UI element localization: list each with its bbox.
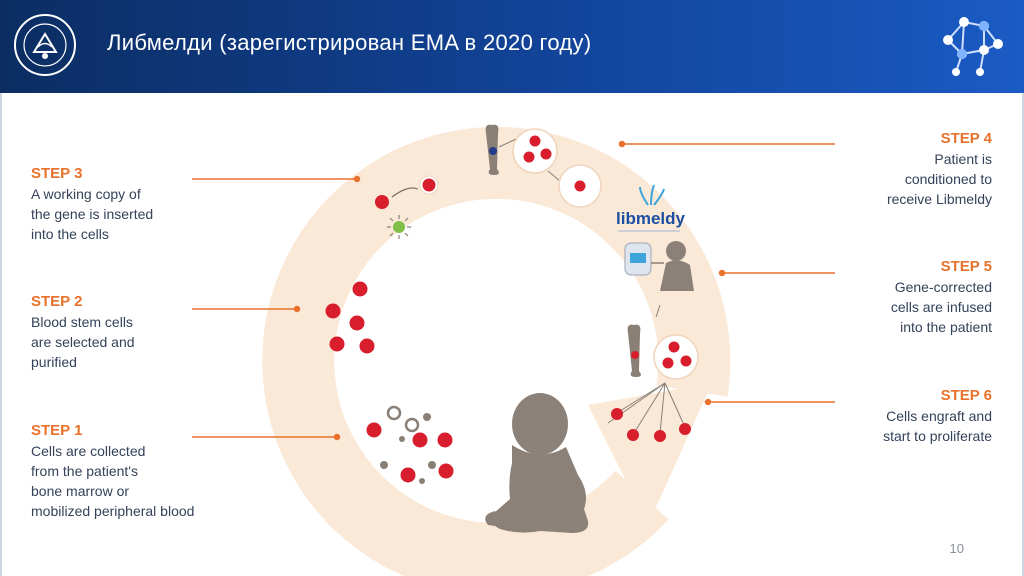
step-text-line: from the patient's [31, 463, 138, 479]
step-text-line: Cells are collected [31, 443, 146, 459]
step-text-line: A working copy of [31, 186, 141, 202]
process-ring [262, 126, 731, 576]
gene-insertion [375, 175, 439, 239]
step-1: STEP 1 Cells are collected from the pati… [31, 421, 194, 521]
libmeldy-logo: libmeldy [616, 184, 686, 232]
slide-frame [0, 93, 1024, 576]
slide-header: Либмелди (зарегистрирован EMA в 2020 год… [0, 0, 1024, 93]
molecule-icon [943, 17, 1003, 76]
step-label: STEP 1 [31, 422, 83, 439]
bone-icon [485, 124, 499, 175]
step-label: STEP 5 [940, 258, 992, 275]
process-diagram: libmeldy [192, 124, 835, 576]
step-text-line: bone marrow or [31, 483, 130, 499]
page-number: 10 [949, 541, 964, 556]
step-4: STEP 4 Patient is conditioned to receive… [887, 129, 992, 209]
step-label: STEP 3 [31, 165, 83, 182]
engrafted-cell-bubble [653, 334, 699, 380]
step-text-line: mobilized peripheral blood [31, 503, 195, 519]
connector-dot-step-1 [333, 433, 341, 441]
connector-dot-step-2 [293, 305, 301, 313]
slide-title: Либмелди (зарегистрирован EMA в 2020 год… [107, 30, 592, 55]
step-label: STEP 2 [31, 293, 83, 310]
connector-dot-step-4 [618, 140, 626, 148]
proliferating-cells [607, 382, 691, 442]
connector-dot-step-3 [353, 175, 361, 183]
bone-icon-2 [627, 324, 641, 377]
step-label: STEP 4 [940, 130, 992, 147]
step-text-line: Cells engraft and [886, 408, 992, 424]
virus-vector-icon [387, 215, 411, 239]
connector-dot-step-6 [704, 398, 712, 406]
step-2: STEP 2 Blood stem cells are selected and… [31, 292, 135, 372]
stem-cell-bubble [512, 128, 558, 174]
collected-cells [366, 405, 454, 484]
step-text-line: into the cells [31, 226, 109, 242]
step-text-line: cells are infused [890, 299, 992, 315]
step-text-line: conditioned to [904, 171, 992, 187]
step-text-line: Gene-corrected [894, 279, 992, 295]
connector-dot-step-5 [718, 269, 726, 277]
step-text-line: start to proliferate [883, 428, 992, 444]
step-text-line: into the patient [900, 319, 992, 335]
step-5: STEP 5 Gene-corrected cells are infused … [891, 257, 992, 337]
step-text-line: are selected and [31, 334, 135, 350]
university-seal-icon [14, 14, 76, 76]
baby-silhouette-icon [485, 393, 589, 533]
step-label: STEP 6 [940, 387, 992, 404]
step-text-line: Blood stem cells [31, 314, 133, 330]
step-text-line: the gene is inserted [31, 206, 154, 222]
step-text-line: Patient is [934, 151, 992, 167]
purified-cells [325, 281, 375, 354]
iv-bag-icon [624, 242, 664, 276]
step-text-line: purified [31, 354, 77, 370]
step-3: STEP 3 A working copy of the gene is ins… [31, 164, 153, 244]
svg-text:libmeldy: libmeldy [616, 209, 686, 228]
step-text-line: receive Libmeldy [886, 191, 992, 207]
child-silhouette-icon [660, 241, 694, 291]
step-6: STEP 6 Cells engraft and start to prolif… [883, 386, 992, 446]
